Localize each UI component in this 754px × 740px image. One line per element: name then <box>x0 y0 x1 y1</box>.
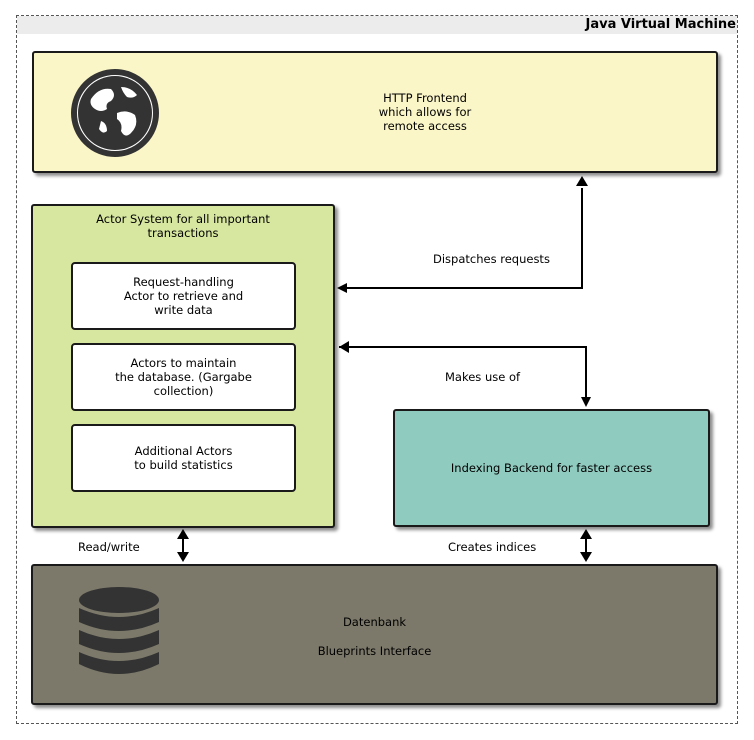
dispatches-requests-label: Dispatches requests <box>433 252 550 266</box>
creates-indices-label: Creates indices <box>448 540 537 554</box>
http-frontend-text: HTTP Frontend which allows for remote ac… <box>378 91 472 133</box>
actor-label: Actors to maintain the database. (Gargab… <box>115 356 252 398</box>
statistics-actors[interactable]: Additional Actors to build statistics <box>71 424 296 492</box>
dispatches-requests-connector[interactable] <box>337 176 588 293</box>
indexing-backend-box[interactable]: Indexing Backend for faster access <box>393 409 710 527</box>
read-write-label: Read/write <box>78 540 140 554</box>
actor-system-box[interactable]: Actor System for all important transacti… <box>31 204 335 528</box>
read-write-connector[interactable] <box>177 529 189 562</box>
creates-indices-connector[interactable] <box>580 529 592 562</box>
jvm-container <box>16 15 738 724</box>
makes-use-of-connector[interactable] <box>339 341 591 407</box>
makes-use-of-label: Makes use of <box>445 370 521 384</box>
jvm-title-bar <box>17 16 737 34</box>
indexing-backend-text: Indexing Backend for faster access <box>450 461 653 475</box>
globe-icon <box>71 69 159 157</box>
jvm-title: Java Virtual Machine <box>585 17 736 32</box>
database-box[interactable]: Datenbank Blueprints Interface <box>31 564 718 705</box>
actor-system-title: Actor System for all important transacti… <box>96 212 270 240</box>
maintenance-actors[interactable]: Actors to maintain the database. (Gargab… <box>71 343 296 411</box>
database-interface: Blueprints Interface <box>317 644 432 658</box>
http-frontend-box[interactable]: HTTP Frontend which allows for remote ac… <box>32 51 718 173</box>
actor-label: Additional Actors to build statistics <box>134 444 233 472</box>
request-handling-actor[interactable]: Request-handling Actor to retrieve and w… <box>71 262 296 330</box>
actor-label: Request-handling Actor to retrieve and w… <box>123 275 244 317</box>
database-name: Datenbank <box>342 615 407 629</box>
database-icon <box>79 587 159 674</box>
